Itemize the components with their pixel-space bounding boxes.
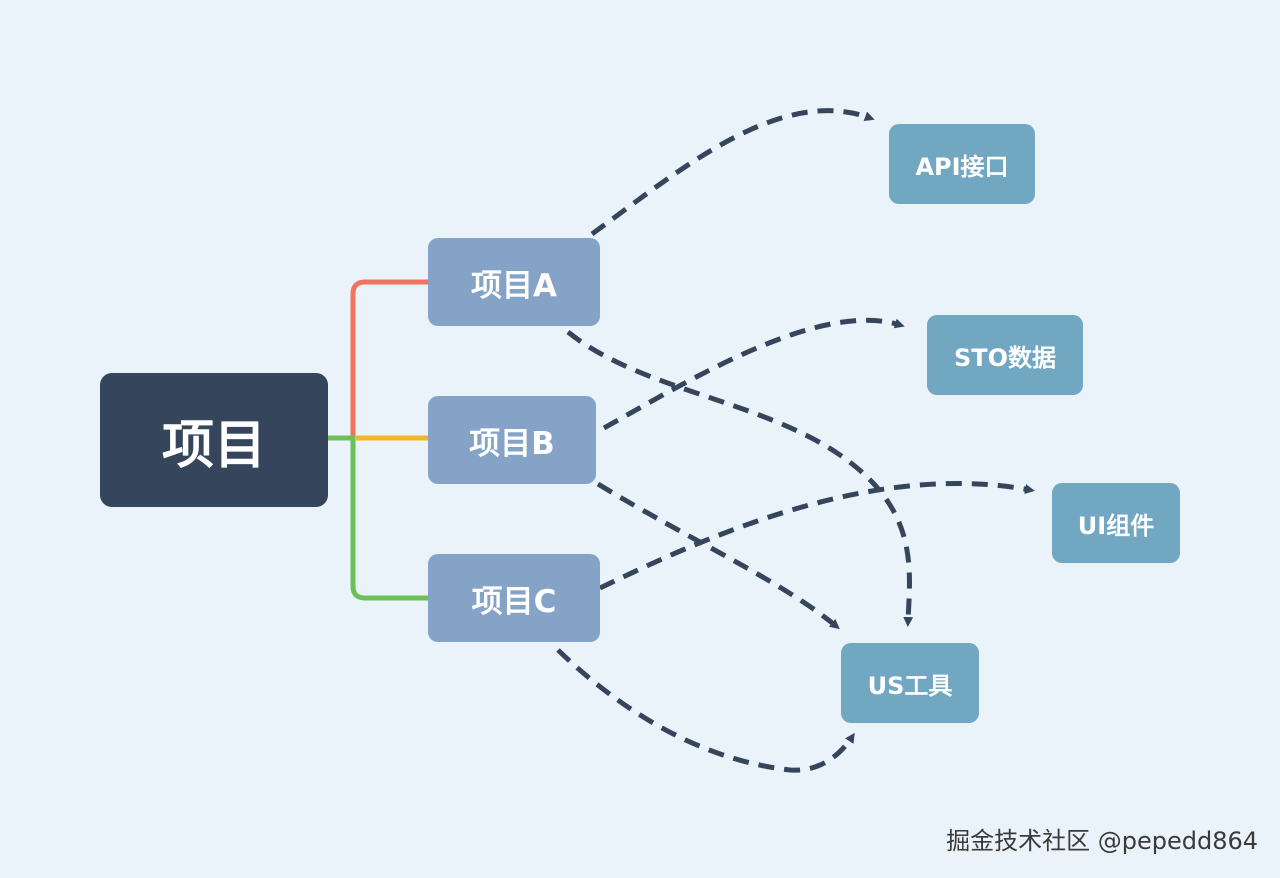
arrow-a-to-api [590,108,875,237]
branch-line-c [350,435,431,601]
arrow-a-to-us [566,330,914,627]
branch-node-c: 项目C [428,554,600,642]
branch-line-a [350,279,431,441]
arrow-c-to-ui [598,481,1035,591]
target-node-ui-label: UI组件 [1077,511,1155,540]
branch-node-c-label: 项目C [471,583,557,620]
arrow-b-to-us [596,481,840,630]
root-node-label: 项目 [161,415,266,476]
root-node: 项目 [100,373,328,507]
target-node-sto-label: STO数据 [953,343,1057,372]
target-node-api: API接口 [889,124,1035,204]
target-node-sto: STO数据 [927,315,1083,395]
branch-node-a: 项目A [428,238,600,326]
watermark: 掘金技术社区 @pepedd864 [946,827,1258,855]
target-node-ui: UI组件 [1052,483,1180,563]
target-node-us-label: US工具 [867,671,953,700]
target-node-api-label: API接口 [915,152,1009,181]
branch-node-b: 项目B [428,396,596,484]
arrow-c-to-us [556,648,855,773]
branch-node-a-label: 项目A [471,267,557,304]
branch-node-b-label: 项目B [469,425,555,462]
target-node-us: US工具 [841,643,979,723]
arrow-b-to-sto [602,317,905,431]
